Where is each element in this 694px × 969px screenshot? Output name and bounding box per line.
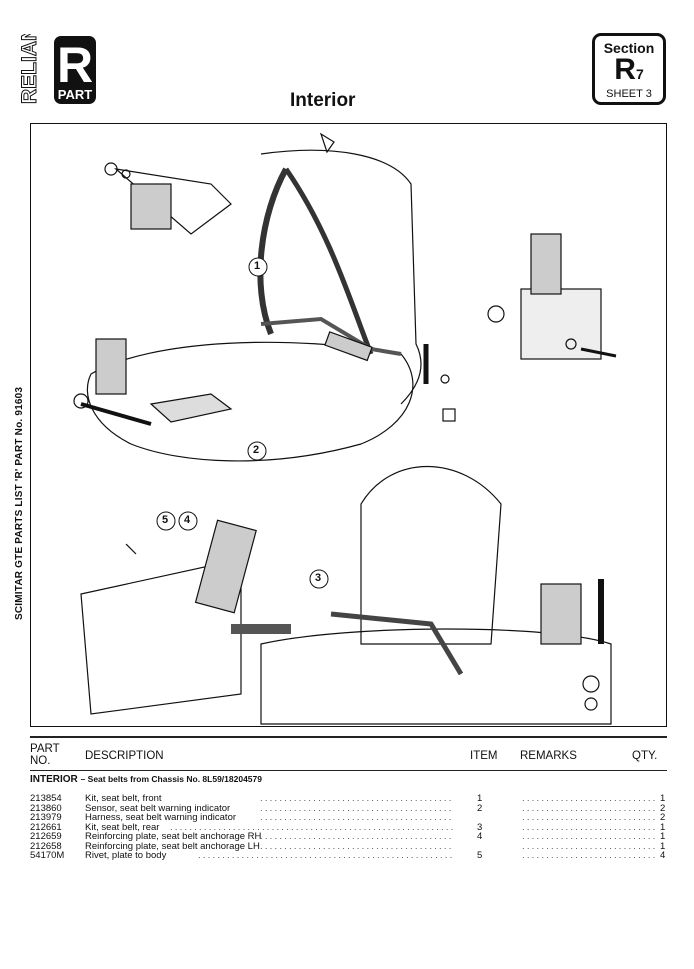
callout-1 bbox=[248, 257, 268, 277]
item-number: 4 bbox=[477, 831, 483, 842]
quantity: 4 bbox=[660, 850, 666, 861]
col-part-no: PART NO. bbox=[30, 743, 60, 767]
quantity: 1 bbox=[660, 831, 666, 842]
group-subtitle: – Seat belts from Chassis No. 8L59/18204… bbox=[80, 774, 262, 784]
svg-text:PART: PART bbox=[58, 87, 92, 102]
leader-dots: ........................................… bbox=[198, 851, 453, 861]
callout-2 bbox=[247, 441, 267, 461]
part-number: 213860 bbox=[30, 802, 62, 814]
quantity: 1 bbox=[660, 840, 666, 852]
description: Reinforcing plate, seat belt anchorage R… bbox=[85, 831, 262, 842]
callout-3-label: 3 bbox=[315, 572, 322, 584]
part-number: 54170M bbox=[30, 850, 65, 861]
col-description: DESCRIPTION bbox=[85, 750, 164, 762]
table-header-rule bbox=[30, 770, 667, 771]
leader-dots: ........................................… bbox=[260, 803, 453, 813]
exploded-diagram: 1 2 3 4 5 bbox=[30, 123, 667, 727]
leader-dots: ........................................… bbox=[260, 813, 453, 823]
leader-dots: ........................................… bbox=[260, 841, 453, 851]
item-number: 3 bbox=[477, 821, 483, 833]
col-item: ITEM bbox=[470, 750, 498, 762]
item-number: 1 bbox=[477, 793, 483, 804]
remarks-dots: ........................................ bbox=[522, 851, 658, 861]
group-heading: INTERIOR – Seat belts from Chassis No. 8… bbox=[30, 774, 262, 785]
callout-4 bbox=[178, 511, 198, 531]
svg-text:R: R bbox=[57, 37, 93, 93]
item-number: 2 bbox=[477, 802, 483, 814]
table-row: 213854 Kit, seat belt, front ...........… bbox=[30, 794, 667, 804]
parts-table: 213854 Kit, seat belt, front ...........… bbox=[30, 794, 667, 861]
description: Kit, seat belt, front bbox=[85, 793, 162, 804]
front-seat-back bbox=[260, 149, 422, 405]
description: Kit, seat belt, rear bbox=[85, 821, 160, 833]
svg-text:RELIANT: RELIANT bbox=[18, 34, 41, 104]
callout-2-label: 2 bbox=[253, 444, 260, 456]
leader-dots: ........................................… bbox=[170, 822, 453, 832]
remarks-dots: ........................................ bbox=[522, 803, 658, 813]
sheet-number: SHEET 3 bbox=[606, 88, 652, 100]
remarks-dots: ........................................ bbox=[522, 813, 658, 823]
part-number: 212661 bbox=[30, 821, 62, 833]
reliant-logo: RELIANT R PART bbox=[18, 12, 100, 106]
description: Rivet, plate to body bbox=[85, 850, 167, 861]
description: Reinforcing plate, seat belt anchorage L… bbox=[85, 840, 260, 852]
quantity: 2 bbox=[660, 802, 666, 814]
callout-5 bbox=[156, 511, 176, 531]
callout-3 bbox=[309, 569, 329, 589]
table-row: 54170M Rivet, plate to body ............… bbox=[30, 851, 667, 861]
section-badge: Section R7 SHEET 3 bbox=[592, 33, 666, 105]
section-number: 7 bbox=[635, 66, 644, 82]
section-letter: R bbox=[614, 53, 636, 86]
leader-dots: ........................................… bbox=[260, 794, 453, 804]
front-seat-cushion bbox=[86, 341, 414, 462]
page-title: Interior bbox=[290, 90, 356, 111]
col-remarks: REMARKS bbox=[520, 750, 577, 762]
table-top-rule bbox=[30, 736, 667, 738]
section-label: Section bbox=[603, 40, 655, 56]
sensor-pad bbox=[149, 393, 233, 423]
table-row: 213979 Harness, seat belt warning indica… bbox=[30, 813, 667, 823]
table-row: 212659 Reinforcing plate, seat belt anch… bbox=[30, 832, 667, 842]
table-row: 212658 Reinforcing plate, seat belt anch… bbox=[30, 840, 667, 852]
group-title: INTERIOR bbox=[30, 774, 78, 785]
col-qty: QTY. bbox=[632, 750, 658, 762]
callout-1-label: 1 bbox=[254, 260, 261, 272]
item-number: 5 bbox=[477, 850, 483, 861]
remarks-dots: ........................................ bbox=[522, 822, 658, 832]
callout-4-label: 4 bbox=[184, 514, 191, 526]
callout-5-label: 5 bbox=[162, 514, 169, 526]
table-row: 212661 Kit, seat belt, rear ............… bbox=[30, 821, 667, 833]
part-number: 213979 bbox=[30, 812, 62, 823]
quantity: 1 bbox=[660, 821, 666, 833]
leader-dots: ........................................… bbox=[260, 832, 453, 842]
quantity: 2 bbox=[660, 812, 666, 823]
side-caption: SCIMITAR GTE PARTS LIST 'R' PART No. 916… bbox=[14, 386, 25, 620]
remarks-dots: ........................................ bbox=[522, 832, 658, 842]
description: Harness, seat belt warning indicator bbox=[85, 812, 237, 823]
remarks-dots: ........................................ bbox=[522, 794, 658, 804]
part-number: 212659 bbox=[30, 831, 62, 842]
front-belt bbox=[257, 167, 289, 336]
table-row: 213860 Sensor, seat belt warning indicat… bbox=[30, 802, 667, 814]
quantity: 1 bbox=[660, 793, 666, 804]
part-number: 212658 bbox=[30, 840, 62, 852]
description: Sensor, seat belt warning indicator bbox=[85, 802, 231, 814]
remarks-dots: ........................................ bbox=[522, 841, 658, 851]
part-number: 213854 bbox=[30, 793, 62, 804]
